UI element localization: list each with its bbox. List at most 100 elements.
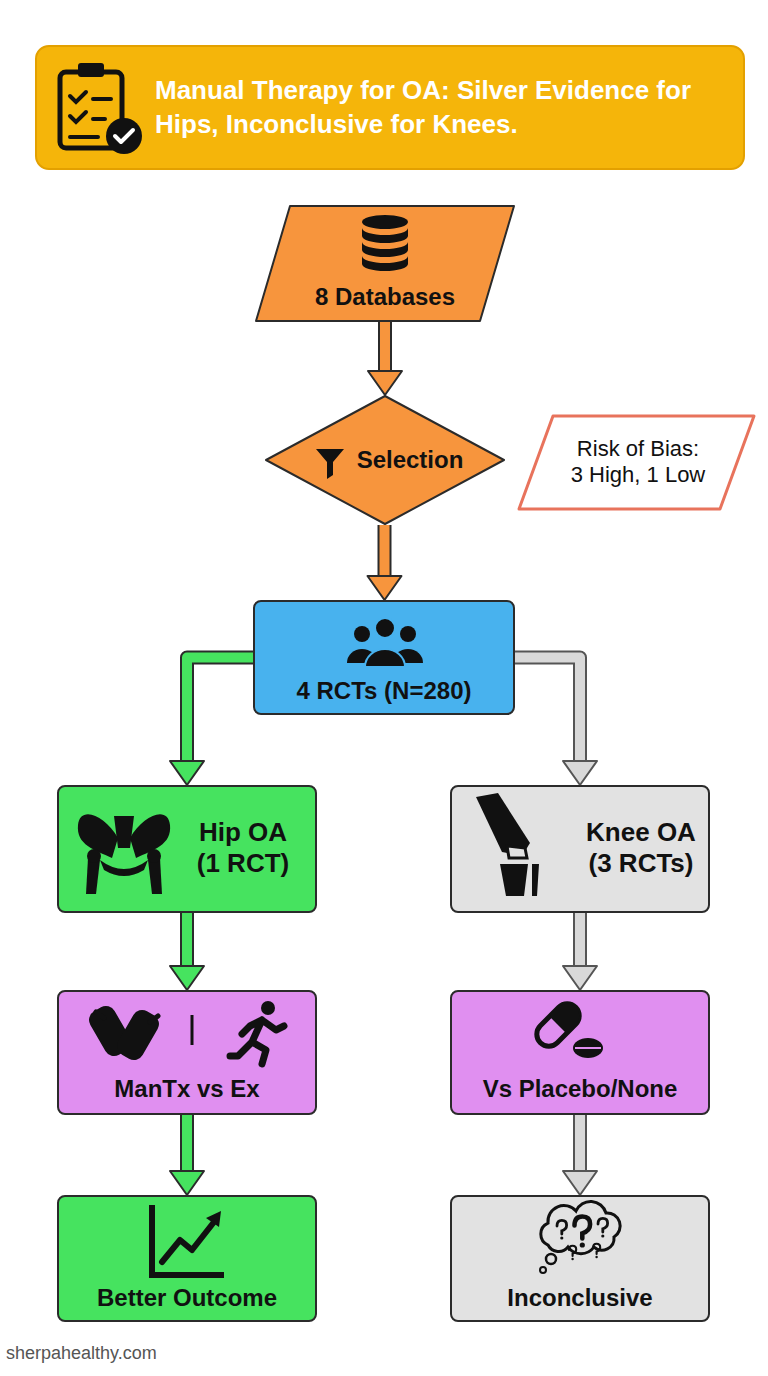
watermark: sherpahealthy.com — [6, 1343, 157, 1364]
node-label: Selection — [357, 446, 464, 475]
process-box: 4 RCTs (N=280) — [253, 600, 515, 715]
arrow-head — [368, 371, 402, 395]
flow-arrow — [368, 322, 402, 395]
pelvis-icon-part — [78, 814, 118, 858]
text-area: Better Outcome — [57, 1283, 317, 1313]
text-area: ManTx vs Ex — [57, 1074, 317, 1104]
thought-bubble-icon-part-part — [571, 1258, 573, 1260]
process-box: Hip OA(1 RCT) — [57, 785, 317, 913]
arrow-shaft — [575, 913, 585, 968]
pelvis-icon-part — [87, 849, 101, 863]
note-box: Risk of Bias:3 High, 1 Low — [518, 415, 755, 510]
process-box: Vs Placebo/None — [450, 990, 710, 1115]
arrow-shaft — [515, 658, 580, 764]
arrow-outline — [180, 1115, 194, 1173]
pill-icon — [532, 999, 603, 1058]
pelvis-icon-part — [86, 858, 100, 894]
node-sublabel: (1 RCT) — [197, 848, 289, 879]
node-label: 8 Databases — [315, 283, 455, 312]
pelvis-icon-part — [100, 860, 148, 876]
thought-bubble-icon-part-part — [557, 1220, 567, 1234]
pill-icon-part-part — [550, 999, 585, 1034]
text-area: Hip OA(1 RCT) — [169, 807, 317, 889]
knee-icon-part — [532, 864, 539, 896]
thought-bubble-icon-part-part — [595, 1256, 597, 1258]
people-icon-part — [354, 626, 370, 642]
knee-icon-part — [507, 846, 527, 858]
knee-icon-part — [500, 864, 528, 896]
flow-arrow — [170, 658, 253, 786]
people-icon-part — [375, 618, 395, 638]
arrow-outline — [180, 913, 194, 968]
arrow-outline — [187, 658, 253, 764]
thought-bubble-icon — [540, 1201, 620, 1273]
hands-icon-part — [113, 1006, 162, 1063]
thought-bubble-icon-part-part — [575, 1216, 591, 1238]
node-sublabel: (3 RCTs) — [589, 848, 694, 879]
arrow-shaft — [187, 658, 253, 764]
pill-icon-part — [532, 999, 584, 1051]
pelvis-icon-part — [147, 849, 161, 863]
thought-bubble-icon-part — [541, 1201, 620, 1253]
clipboard-icon-part — [106, 118, 142, 154]
text-area: Vs Placebo/None — [450, 1074, 710, 1104]
arrow-head — [368, 576, 402, 600]
knee-icon — [476, 793, 539, 896]
node-label: ManTx vs Ex — [114, 1075, 259, 1104]
pelvis-icon-part — [114, 816, 134, 848]
shape-fill — [519, 416, 754, 509]
hands-icon-part — [96, 1012, 158, 1022]
clipboard-icon-part — [60, 72, 122, 148]
divider-mark-part — [191, 1015, 194, 1045]
thought-bubble-icon-part — [598, 1218, 608, 1237]
decision-diamond: Selection — [265, 395, 505, 525]
knee-icon-part — [476, 793, 530, 856]
arrow-shaft — [182, 913, 192, 968]
pelvis-icon-part — [148, 858, 162, 894]
outcome-box: Inconclusive — [450, 1195, 710, 1322]
database-icon-part — [362, 215, 408, 229]
hands-icon-part — [85, 1002, 134, 1059]
arrow-head — [170, 761, 204, 785]
text-area: 8 Databases — [255, 281, 515, 313]
chart-icon-part — [162, 1222, 214, 1262]
shape-fill — [256, 206, 514, 321]
clipboard-icon-part — [115, 130, 133, 142]
chart-icon — [152, 1205, 224, 1275]
funnel-icon — [316, 449, 344, 479]
flow-arrow — [515, 658, 597, 786]
text-area: Selection — [340, 445, 480, 475]
arrow-outline — [573, 913, 587, 968]
diagram-title: Manual Therapy for OA: Silver Evidence f… — [155, 74, 740, 142]
clipboard-icon-part — [78, 63, 104, 77]
thought-bubble-icon-part — [557, 1220, 567, 1239]
arrow-shaft — [380, 525, 390, 578]
flow-arrow — [368, 525, 402, 600]
pelvis-icon — [78, 814, 170, 894]
text-area: Knee OA(3 RCTs) — [572, 807, 710, 889]
node-label: 4 RCTs (N=280) — [297, 677, 472, 706]
people-icon-part — [400, 626, 416, 642]
clipboard-icon — [60, 63, 142, 154]
arrow-outline — [515, 658, 580, 764]
people-icon-part — [365, 649, 405, 667]
pill-icon-part — [575, 1047, 601, 1049]
flow-arrow — [170, 1115, 204, 1195]
clipboard-icon-part — [70, 92, 86, 122]
thought-bubble-icon-part-part — [598, 1218, 608, 1232]
people-icon — [347, 618, 423, 667]
flow-arrow — [170, 913, 204, 990]
arrow-head — [170, 1171, 204, 1195]
pill-icon-part-part — [532, 999, 584, 1051]
node-label: Vs Placebo/None — [483, 1075, 678, 1104]
people-icon-part — [393, 649, 423, 663]
arrow-head — [563, 1171, 597, 1195]
hands-icon — [85, 1002, 162, 1063]
node-sublabel: 3 High, 1 Low — [571, 462, 706, 488]
node-label: Knee OA — [586, 817, 696, 848]
runner-icon — [230, 1001, 284, 1064]
database-icon-part — [362, 256, 408, 271]
